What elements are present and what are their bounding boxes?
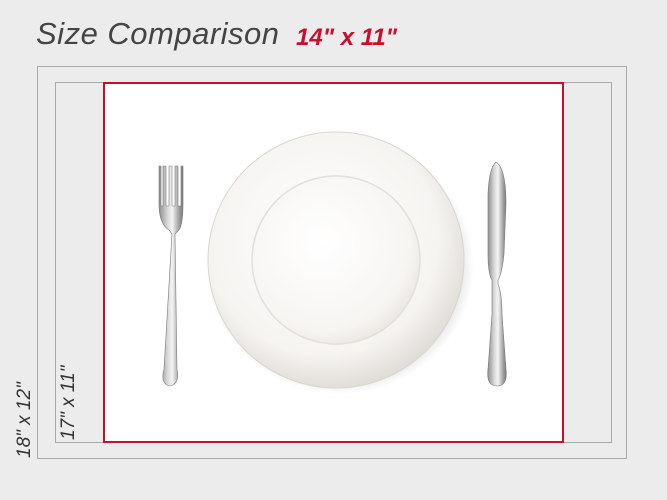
knife-icon — [487, 161, 507, 387]
page-title: Size Comparison — [36, 16, 280, 51]
outer-size-outline — [37, 66, 627, 459]
outer-size-label: 18" x 12" — [14, 382, 35, 458]
current-size-label: 14" x 11" — [296, 24, 398, 51]
fork-icon — [158, 165, 184, 387]
plate-icon — [206, 131, 474, 394]
mid-size-label: 17" x 11" — [58, 365, 79, 440]
place-setting — [158, 131, 507, 394]
